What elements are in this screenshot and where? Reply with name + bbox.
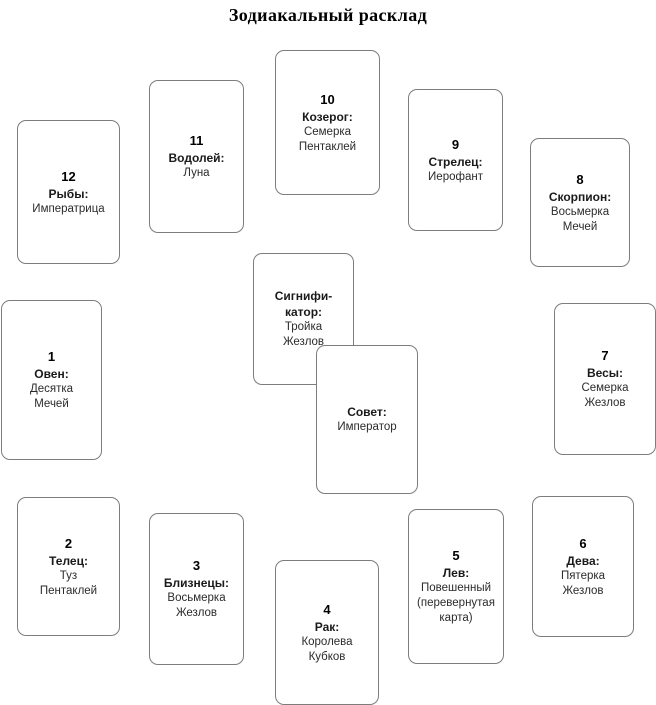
card-position-number: 12 — [61, 168, 76, 184]
card-position-number: 4 — [323, 601, 331, 617]
card-position-number: 9 — [451, 136, 460, 152]
card-tarot-value-line: Восьмерка — [550, 205, 610, 218]
card-tarot-value-line: Жезлов — [562, 584, 604, 597]
card-zodiac-sign: Рыбы: — [48, 186, 89, 201]
card-tarot-value-line: карта) — [439, 612, 473, 624]
card-position-number: 6 — [579, 535, 587, 551]
card-zodiac-sign: Рак: — [314, 619, 340, 634]
center-card-tarot-value-line: Тройка — [284, 321, 323, 333]
center-card-tarot-value-line: Император — [337, 421, 397, 433]
card-zodiac-sign: Стрелец: — [428, 154, 483, 169]
card-zodiac-sign: Водолей: — [168, 151, 225, 165]
card-tarot-value-line: Королева — [301, 635, 353, 648]
card-tarot-value-line: Пятерка — [560, 569, 606, 582]
card-tarot-value: Иерофант — [428, 170, 483, 185]
center-card-label-line: Совет: — [347, 405, 387, 419]
card-zodiac-sign: Телец: — [49, 553, 88, 568]
card-tarot-value-line: Туз — [59, 569, 78, 582]
card-zodiac-sign: Весы: — [586, 366, 624, 380]
card-tarot-value-line: Семерка — [581, 382, 629, 394]
card-tarot-value-line: Жезлов — [175, 607, 218, 619]
card-tarot-value-line: (перевернутая — [417, 597, 495, 609]
card-position-number: 11 — [189, 133, 204, 148]
page-title: Зодиакальный расклад — [228, 5, 428, 25]
card-position-number: 2 — [64, 535, 73, 551]
card-zodiac-sign: Скорпион: — [548, 189, 612, 204]
card-position-number: 3 — [192, 558, 201, 573]
card-position-number: 10 — [320, 91, 335, 107]
center-card-advice[interactable]: Совет: Император — [316, 345, 418, 494]
card-zodiac-sign: Близнецы: — [163, 576, 230, 590]
card-tarot-value-line: Луна — [183, 167, 210, 179]
card-zodiac-sign: Козерог: — [302, 109, 353, 124]
card-tarot-value-line: Иерофант — [428, 170, 483, 183]
card-tarot-value-line: Кубков — [308, 650, 346, 663]
center-card-label-line: катор: — [284, 305, 323, 319]
card-tarot-value-line: Семерка — [303, 125, 352, 138]
card-tarot-value-line: Мечей — [562, 220, 598, 233]
center-card-label-line: Сигнифи- — [274, 289, 333, 303]
card-tarot-value-line: Императрица — [32, 202, 105, 215]
card-tarot-value-line: Восьмерка — [167, 592, 226, 604]
card-zodiac-sign: Овен: — [34, 367, 69, 381]
card-tarot-value-line: Повешенный — [420, 582, 492, 594]
center-card-label: Сигнифи-катор: — [257, 288, 350, 320]
card-tarot-value-line: Пентаклей — [39, 584, 98, 597]
card-tarot-value: Повешенный (перевернутая карта) — [417, 581, 495, 626]
card-position-number: 7 — [601, 348, 609, 363]
card-position-number: 1 — [47, 349, 56, 364]
center-card-tarot-value-line: Жезлов — [282, 336, 325, 348]
center-card-label: Совет: — [347, 404, 387, 420]
center-card-tarot-value: Император — [337, 420, 396, 435]
card-tarot-value-line: Десятка — [29, 383, 74, 395]
card-position-number: 5 — [452, 548, 460, 563]
card-zodiac-sign: Дева: — [566, 553, 600, 568]
card-position-number: 8 — [576, 171, 584, 187]
card-zodiac-sign: Лев: — [442, 566, 470, 580]
card-tarot-value-line: Мечей — [34, 398, 69, 410]
card-tarot-value-line: Жезлов — [584, 397, 626, 409]
card-tarot-value: Императрица — [32, 202, 104, 217]
card-tarot-value-line: Пентаклей — [298, 140, 357, 153]
card-tarot-value: Луна — [183, 166, 209, 181]
